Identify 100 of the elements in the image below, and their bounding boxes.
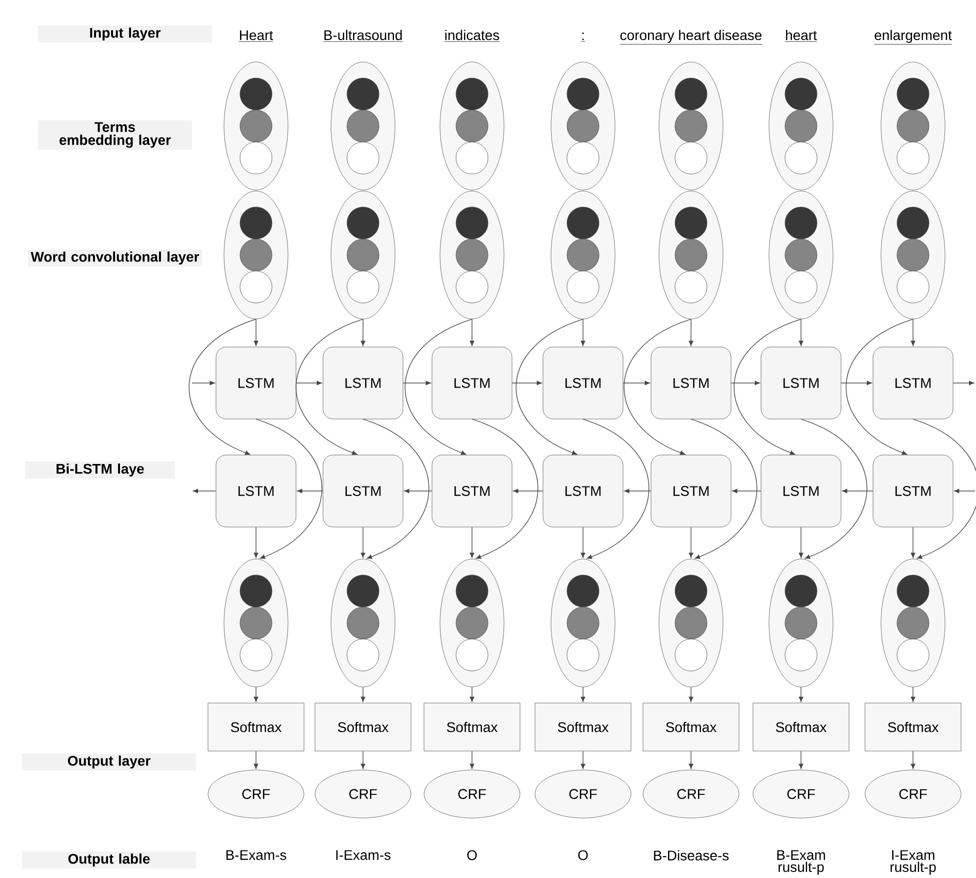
arrow: [954, 488, 976, 494]
arrow: [798, 750, 804, 769]
output-tag: I-Exam-s: [336, 850, 390, 860]
neuron-group: [880, 62, 946, 190]
arrow: [798, 526, 804, 558]
output-tag: O: [578, 850, 588, 860]
neuron-group: [658, 558, 724, 688]
output-tag: I-Exam rusult-p: [890, 850, 936, 875]
arrow: [800, 418, 868, 559]
neuron-group: [550, 558, 616, 688]
layer-label: Word convolutional layer: [28, 249, 202, 267]
lstm-box: LSTM: [322, 346, 404, 420]
arrow: [912, 418, 976, 559]
arrow: [688, 526, 694, 558]
layer-label: Output lable: [22, 851, 196, 869]
neuron-group: [768, 190, 834, 320]
softmax-box: Softmax: [424, 702, 520, 752]
input-word: :: [580, 32, 586, 42]
arrow: [256, 418, 322, 559]
arrow: [690, 418, 758, 559]
output-tag: O: [467, 850, 477, 860]
neuron-group: [330, 558, 396, 688]
arrow: [910, 686, 916, 702]
arrow: [470, 686, 474, 702]
neuron-group: [550, 62, 616, 190]
neuron-group: [768, 62, 834, 190]
neuron-group: [658, 62, 724, 190]
arrow: [846, 318, 914, 455]
arrow: [688, 318, 694, 346]
lstm-box: LSTM: [432, 454, 512, 528]
layer-label: Output layer: [22, 753, 196, 771]
softmax-box: Softmax: [314, 702, 412, 752]
softmax-box: Softmax: [534, 702, 632, 752]
lstm-box: LSTM: [760, 346, 842, 420]
arrow: [580, 318, 586, 346]
arrow: [470, 318, 474, 346]
lstm-box: LSTM: [872, 346, 954, 420]
arrow: [582, 418, 650, 559]
lstm-box: LSTM: [322, 454, 404, 528]
arrow: [798, 318, 804, 346]
neuron-group: [550, 190, 616, 320]
neuron-group: [768, 558, 834, 688]
arrow: [734, 318, 802, 455]
neuron-group: [880, 558, 946, 688]
arrow: [297, 488, 324, 494]
input-word: indicates: [444, 30, 500, 42]
arrow: [296, 380, 322, 386]
neuron-group: [330, 62, 396, 190]
input-word: heart: [784, 30, 818, 42]
arrow: [513, 488, 544, 494]
arrow: [688, 750, 694, 769]
arrow: [512, 380, 542, 386]
arrow: [842, 488, 874, 494]
softmax-box: Softmax: [752, 702, 850, 752]
neuron-group: [440, 190, 504, 320]
arrow: [580, 526, 586, 558]
neuron-group: [330, 190, 396, 320]
arrow: [580, 686, 586, 702]
arrow: [472, 418, 538, 559]
output-tag: B-Disease-s: [654, 850, 729, 860]
arrow: [470, 750, 474, 769]
arrow: [360, 318, 366, 346]
neuron-group: [224, 190, 288, 320]
arrow: [402, 380, 431, 386]
layer-label: Terms embedding layer: [38, 120, 192, 150]
lstm-box: LSTM: [216, 454, 296, 528]
arrow: [624, 488, 652, 494]
output-tag: B-Exam-s: [226, 850, 286, 860]
arrow: [192, 488, 216, 494]
lstm-box: LSTM: [872, 454, 954, 528]
lstm-box: LSTM: [216, 346, 296, 420]
arrow: [688, 686, 694, 702]
arrow: [732, 488, 762, 494]
arrow: [910, 318, 916, 346]
lstm-box: LSTM: [650, 454, 732, 528]
arrow: [188, 318, 256, 455]
arrow: [516, 318, 584, 455]
input-word: enlargement: [874, 30, 952, 44]
softmax-box: Softmax: [642, 702, 740, 752]
input-word: B-ultrasound: [323, 30, 403, 42]
softmax-box: Softmax: [864, 702, 962, 752]
neuron-group: [224, 62, 288, 190]
arrow: [360, 526, 366, 558]
arrow: [360, 750, 366, 769]
arrow: [470, 526, 474, 558]
arrow: [362, 418, 430, 559]
lstm-box: LSTM: [432, 346, 512, 420]
arrow: [254, 318, 258, 346]
neuron-group: [658, 190, 724, 320]
arrow: [910, 750, 916, 769]
input-word: coronary heart disease: [620, 30, 762, 44]
lstm-box: LSTM: [542, 346, 624, 420]
arrow: [952, 380, 974, 386]
arrow: [910, 526, 916, 558]
arrow: [192, 380, 215, 386]
arrow: [730, 380, 760, 386]
arrow: [404, 318, 472, 455]
arrow: [840, 380, 872, 386]
arrow: [254, 526, 258, 558]
arrow: [254, 686, 258, 702]
